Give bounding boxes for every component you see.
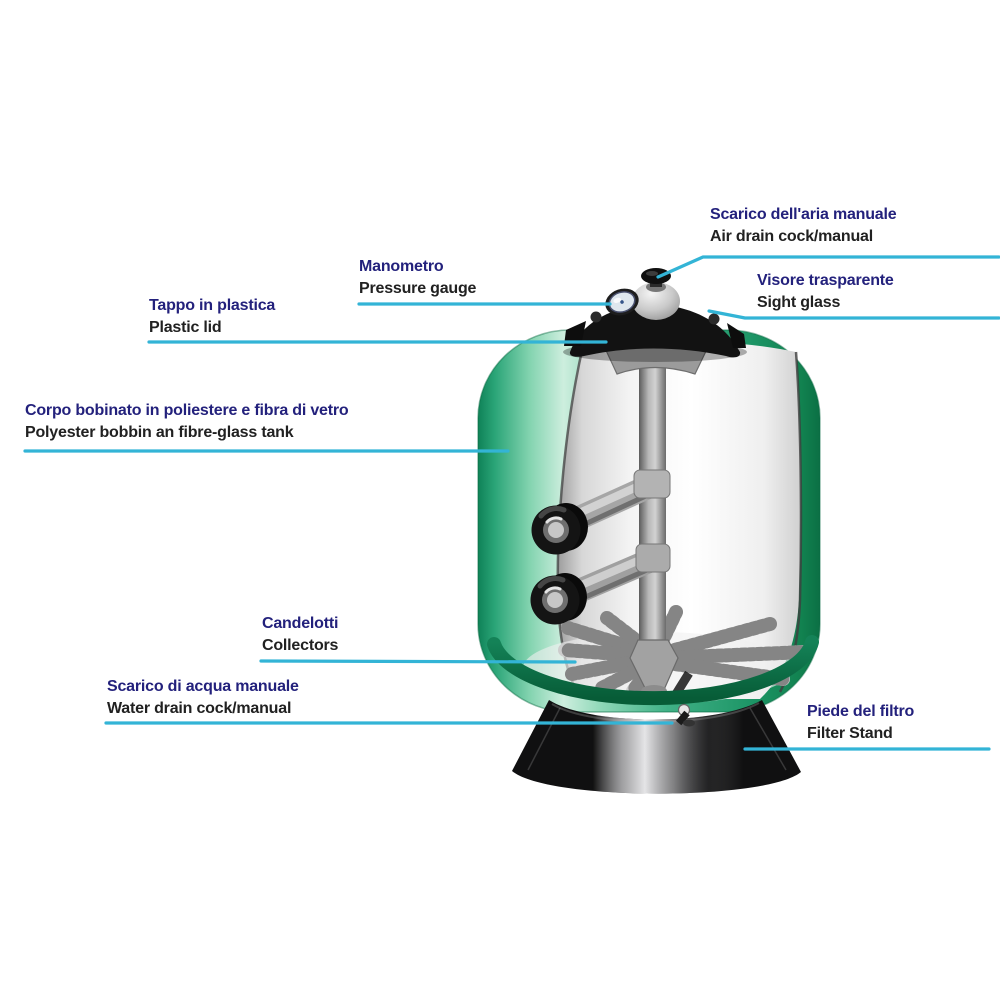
lid-lug-left xyxy=(564,321,586,346)
label-pressure-gauge-it: Manometro xyxy=(359,258,444,275)
leader-sight-glass xyxy=(707,309,1000,320)
label-filter-stand-en: Filter Stand xyxy=(807,725,893,742)
tank-cutaway-interior xyxy=(557,340,801,699)
label-pressure-gauge-en: Pressure gauge xyxy=(359,280,477,297)
leader-lines xyxy=(23,255,1000,751)
label-collectors-en: Collectors xyxy=(262,637,339,654)
label-plastic-lid-it: Tappo in plastica xyxy=(149,297,276,314)
label-air-drain-it: Scarico dell'aria manuale xyxy=(710,206,897,223)
label-water-drain: Scarico di acqua manuale Water drain coc… xyxy=(107,676,299,720)
label-plastic-lid: Tappo in plastica Plastic lid xyxy=(149,295,275,339)
label-sight-glass: Visore trasparente Sight glass xyxy=(757,270,894,314)
label-filter-stand-it: Piede del filtro xyxy=(807,703,915,720)
label-collectors-it: Candelotti xyxy=(262,615,339,632)
label-pressure-gauge: Manometro Pressure gauge xyxy=(359,256,476,300)
lid-bolt xyxy=(590,311,602,323)
label-tank-body: Corpo bobinato in poliestere e fibra di … xyxy=(25,400,349,444)
stand-seam-right xyxy=(749,707,787,771)
label-filter-stand: Piede del filtro Filter Stand xyxy=(807,701,914,745)
lower-port-flange xyxy=(530,573,587,625)
stand-silver-sheen xyxy=(512,700,801,794)
plastic-lid-collar xyxy=(569,304,741,358)
stand-seam-left xyxy=(527,707,561,771)
label-tank-body-it: Corpo bobinato in poliestere e fibra di … xyxy=(25,402,349,419)
lid-bolt xyxy=(708,313,720,325)
leader-air-drain xyxy=(656,255,1000,279)
lower-junction-sleeve xyxy=(635,543,671,573)
pressure-gauge-icon xyxy=(605,288,639,316)
label-sight-glass-en: Sight glass xyxy=(757,294,841,311)
label-sight-glass-it: Visore trasparente xyxy=(757,272,894,289)
upper-port-flange xyxy=(531,503,588,555)
lid-lug-right xyxy=(727,323,746,348)
tank-bottom-rim xyxy=(487,635,819,706)
air-drain-knob xyxy=(641,268,671,287)
label-air-drain: Scarico dell'aria manuale Air drain cock… xyxy=(710,204,897,248)
label-water-drain-en: Water drain cock/manual xyxy=(107,700,292,717)
filter-stand xyxy=(512,700,801,794)
leader-collectors xyxy=(259,659,577,664)
vent-dome xyxy=(632,282,680,320)
label-water-drain-it: Scarico di acqua manuale xyxy=(107,678,299,695)
water-drain-cock xyxy=(675,703,695,727)
upper-junction-sleeve xyxy=(633,469,671,499)
lid-assembly xyxy=(563,268,747,362)
label-air-drain-en: Air drain cock/manual xyxy=(710,228,873,245)
label-collectors: Candelotti Collectors xyxy=(262,613,338,657)
standpipe xyxy=(639,358,666,658)
label-plastic-lid-en: Plastic lid xyxy=(149,319,222,336)
label-tank-body-en: Polyester bobbin an fibre-glass tank xyxy=(25,424,294,441)
